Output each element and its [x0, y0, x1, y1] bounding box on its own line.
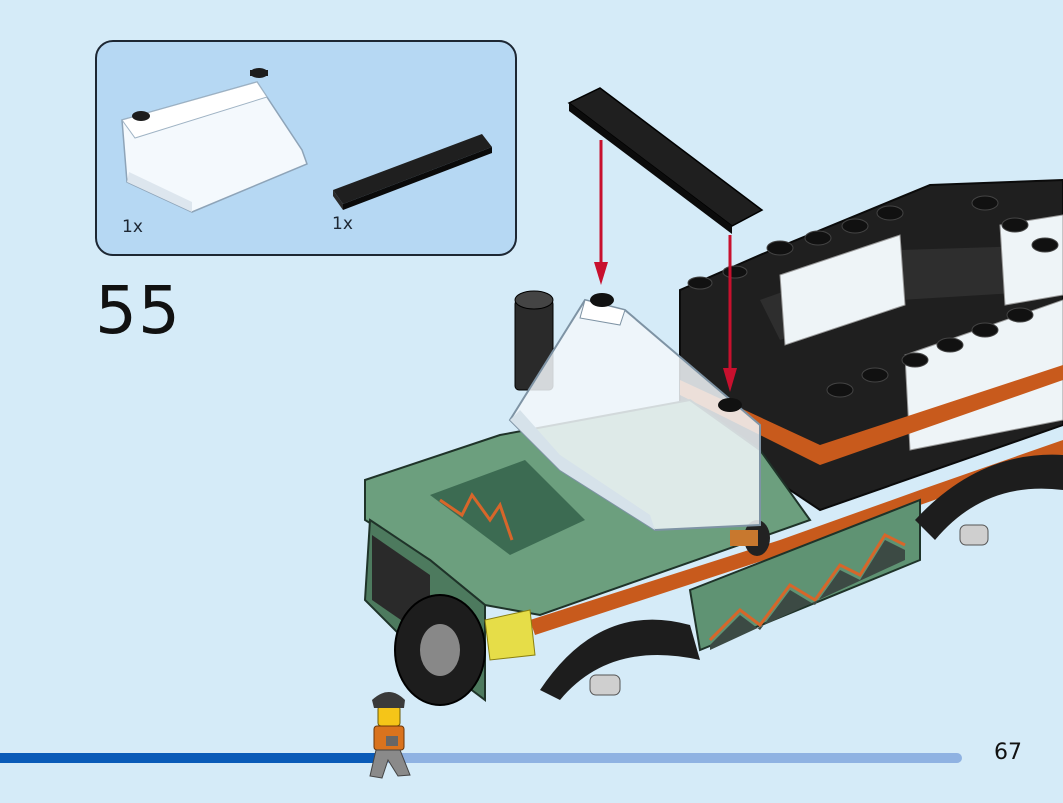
build-progress-fill: [0, 753, 376, 763]
windscreen-placement-illustration: [508, 293, 761, 532]
tile-placement-illustration: [567, 87, 764, 234]
minifigure-icon: [369, 692, 411, 779]
quantity-label-windscreen: 1x: [122, 217, 143, 237]
windscreen-part-icon: [121, 68, 308, 213]
page-number: 67: [994, 740, 1022, 765]
placement-arrows: [594, 140, 737, 392]
black-tile-part-icon: [333, 134, 492, 210]
quantity-label-tile: 1x: [332, 214, 353, 234]
step-number: 55: [95, 272, 181, 349]
truck-model-illustration: [363, 178, 1063, 706]
parts-illustration: [121, 68, 492, 213]
parts-callout-box: 1x 1x: [95, 40, 517, 256]
build-progress-bar: [0, 753, 962, 763]
